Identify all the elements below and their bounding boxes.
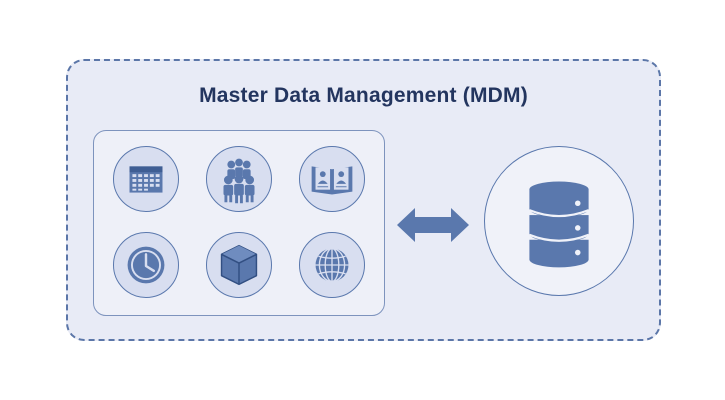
database-node <box>484 146 634 296</box>
cube-icon <box>220 244 258 286</box>
globe-icon <box>315 247 349 283</box>
bidirectional-arrow-icon <box>397 208 469 242</box>
cube-node <box>206 232 272 298</box>
diagram-title: Master Data Management (MDM) <box>199 84 528 107</box>
people-node <box>206 146 272 212</box>
clock-node <box>113 232 179 298</box>
contact-book-node <box>299 146 365 212</box>
calendar-icon <box>129 166 163 193</box>
contact-book-icon <box>311 166 353 195</box>
globe-node <box>299 232 365 298</box>
people-group-icon <box>223 158 255 204</box>
calendar-node <box>113 146 179 212</box>
clock-icon <box>127 246 165 284</box>
database-icon <box>528 181 590 268</box>
